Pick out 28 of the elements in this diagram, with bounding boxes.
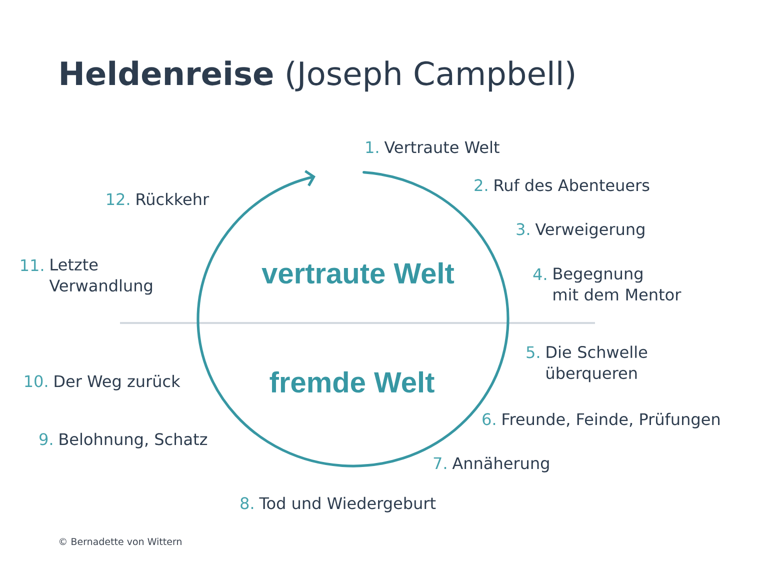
step-label: Vertraute Welt: [384, 140, 500, 154]
step-number: 11.: [21, 259, 44, 271]
step-label: Freunde, Feinde, Prüfungen: [502, 412, 720, 428]
step-number: 7.: [434, 457, 446, 469]
step-label: Der Weg zurück: [54, 374, 180, 390]
step-number: 6.: [482, 413, 496, 426]
step-label: Tod und Wiedergeburt: [259, 496, 436, 512]
title: Heldenreise (Joseph Campbell): [61, 60, 574, 92]
step-number: 5.: [526, 346, 540, 358]
step-number: 4.: [533, 268, 546, 280]
zone-label: fremde Welt: [270, 371, 434, 393]
step-number: 12.: [107, 193, 130, 205]
step-number: 10.: [25, 375, 48, 388]
zone-label: vertraute Welt: [262, 262, 454, 284]
step-label: Annäherung: [452, 456, 549, 472]
step-label: Begegnung mit dem Mentor: [554, 268, 682, 301]
step-label: Letzte Verwandlung: [49, 258, 152, 295]
step-label: Ruf des Abenteuers: [494, 178, 650, 192]
step-number: 3.: [516, 223, 530, 236]
step-label: Rückkehr: [136, 192, 210, 206]
step-number: 9.: [40, 433, 52, 446]
step-number: 1.: [366, 141, 378, 153]
step-label: Verweigerung: [535, 222, 644, 238]
copyright-note: © Bernadette von Wittern: [60, 538, 182, 546]
step-label: Die Schwelle überqueren: [546, 346, 648, 382]
step-label: Belohnung, Schatz: [60, 432, 208, 448]
step-number: 2.: [474, 179, 488, 191]
step-number: 8.: [240, 497, 254, 510]
